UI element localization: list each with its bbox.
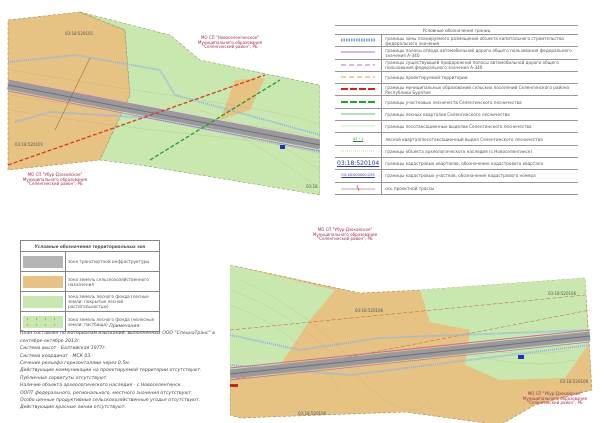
legend-title: Условные обозначения границ [335,25,578,35]
note-line: Особо ценные продуктивные сельскохозяйст… [20,398,201,404]
yellow-dotted-line-symbol [335,145,383,158]
note-line: План составлен по материалам изысканий, … [20,331,215,344]
zone-text: зона транспортной инфраструктуры [65,251,160,272]
purple-dashed-line-symbol [335,59,383,72]
legend-row: границы лесных кварталов Селенгинского л… [335,108,578,122]
legend-row: ось проектной трассы [335,182,578,195]
legend-text: границы существующей придорожной полосы … [381,59,578,72]
legend-text: ось проектной трассы [381,182,578,195]
forest-fraction-symbol: 47 / 1 [335,132,383,146]
zone-text: зона земель сельскохозяйственного назнач… [65,271,160,292]
legend-row: границы зоны планируемого размещения объ… [335,34,578,48]
map-top: 03:18:520101 03:18:520101 03:18 [7,11,320,196]
legend-text: границы зоны планируемого размещения объ… [381,34,578,48]
legend-row: границы лесотаксационных выделов Селенги… [335,120,578,134]
legend-row: границы полосы отвода автомобильной доро… [335,46,578,60]
municipality-label: МО СП "Убур-Дзокойское" Муниципального о… [22,172,88,187]
forest-zone [230,265,335,380]
boundary-legend: Условные обозначения границ границы зоны… [335,25,578,195]
zone-swatch [23,275,63,288]
green-line-symbol [335,108,383,122]
note-line: Система высот - Балтийская 1977г. [20,346,107,352]
zone-swatch [23,295,63,308]
cad-label: 03:18:520106 [355,308,384,313]
zone-text: зона земель лесного фонда (нелесные земл… [65,311,160,332]
legend-text: границы полосы отвода автомобильной доро… [381,46,578,60]
marker [280,145,285,149]
zone-row: зона земель лесного фонда (нелесные земл… [20,311,160,332]
notes-title: Примечания: [109,324,141,329]
note-line: Сечение рельефа горизонталями через 0,5м… [20,361,131,367]
route-axis-symbol [335,182,383,195]
forest-zone [79,11,320,196]
municipality-label: МО СП "Убур-Дзокойское" Муниципального о… [312,227,378,242]
note-line: Наличие объекта археологического наследи… [20,383,182,389]
legend-row: границы существующей придорожной полосы … [335,59,578,72]
zone-boundary-north [7,53,320,136]
legend-row: границы муниципальных образований сельск… [335,83,578,97]
legend-row: границы участковых лесничеств Селенгинск… [335,95,578,109]
zone-row: зона земель лесного фонда (лесные земли:… [20,291,160,312]
zone-row: зона транспортной инфраструктуры [20,251,160,272]
zone-boundary-north [230,329,591,352]
zone-legend-title: Условные обозначения территориальных зон [20,240,160,252]
zone-legend: Условные обозначения территориальных зон… [20,240,160,332]
green-dashed-line-symbol [335,95,383,109]
notes: Примечания: План составлен по материалам… [20,323,230,412]
marker [230,384,238,387]
purple-line-symbol [335,46,383,60]
cad-label: 03:18:520106 [298,411,327,416]
zone-text: зона земель лесного фонда (лесные земли:… [65,291,160,312]
zone-swatch [23,255,63,268]
legend-text: границы муниципальных образований сельск… [381,83,578,97]
cad-label: 03:18:520101 [15,142,44,147]
map-bottom: 03:18:520106 03:18:520106 03:18:520106 0… [230,264,593,423]
blue-dotted-line-symbol [335,34,383,48]
cad-label: 03:18:520106 [560,379,589,384]
note-line: Действующие коммуникации на проектируемо… [20,368,202,374]
cad-label: 03:18:520101 [65,31,94,36]
light-green-line-symbol [335,120,383,134]
note-line: Публичные сервитуты отсутствуют. [20,375,108,381]
legend-text: границы объекта археологического наследи… [381,145,578,158]
zone-swatch [23,315,63,328]
municipality-label: МО СП "Новоселенгинское" Муниципального … [197,35,263,50]
forest-zone [420,278,588,380]
cadastral-quarter-symbol: 03:18:520104 [335,157,383,171]
legend-text: границы участковых лесничеств Селенгинск… [381,95,578,109]
note-line: Система координат - МСК 03. [20,353,92,359]
legend-row: границы проектируемой территории [335,71,578,85]
legend-text: лесной квартал/лесотаксационный выдел Се… [381,132,578,146]
zone-row: зона земель сельскохозяйственного назнач… [20,271,160,292]
note-line: ООПТ федерального, регионального, местно… [20,390,193,396]
legend-row: границы объекта археологического наследи… [335,145,578,158]
cadastral-parcel-symbol: 03:18:000000:255 [335,169,383,183]
legend-text: границы лесотаксационных выделов Селенги… [381,120,578,134]
forestry-boundary [149,79,281,161]
orange-dashed-line-symbol [335,71,383,85]
municipal-boundary [7,74,266,166]
legend-text: границы проектируемой территории [381,71,578,85]
red-dashed-line-symbol [335,83,383,97]
legend-text: границы кадастровых кварталов, обозначен… [381,157,578,171]
legend-text: границы кадастровых участков, обозначени… [381,169,578,183]
cad-label: 03:18 [306,184,318,189]
marker [518,355,524,359]
municipality-label: МО СП "Убур-Дзокойское" Муниципального о… [522,391,588,406]
legend-text: границы лесных кварталов Селенгинского л… [381,108,578,122]
cad-label: 03:18:520106 [548,291,577,296]
note-line: Действующие красные линии отсутствуют. [20,405,126,411]
